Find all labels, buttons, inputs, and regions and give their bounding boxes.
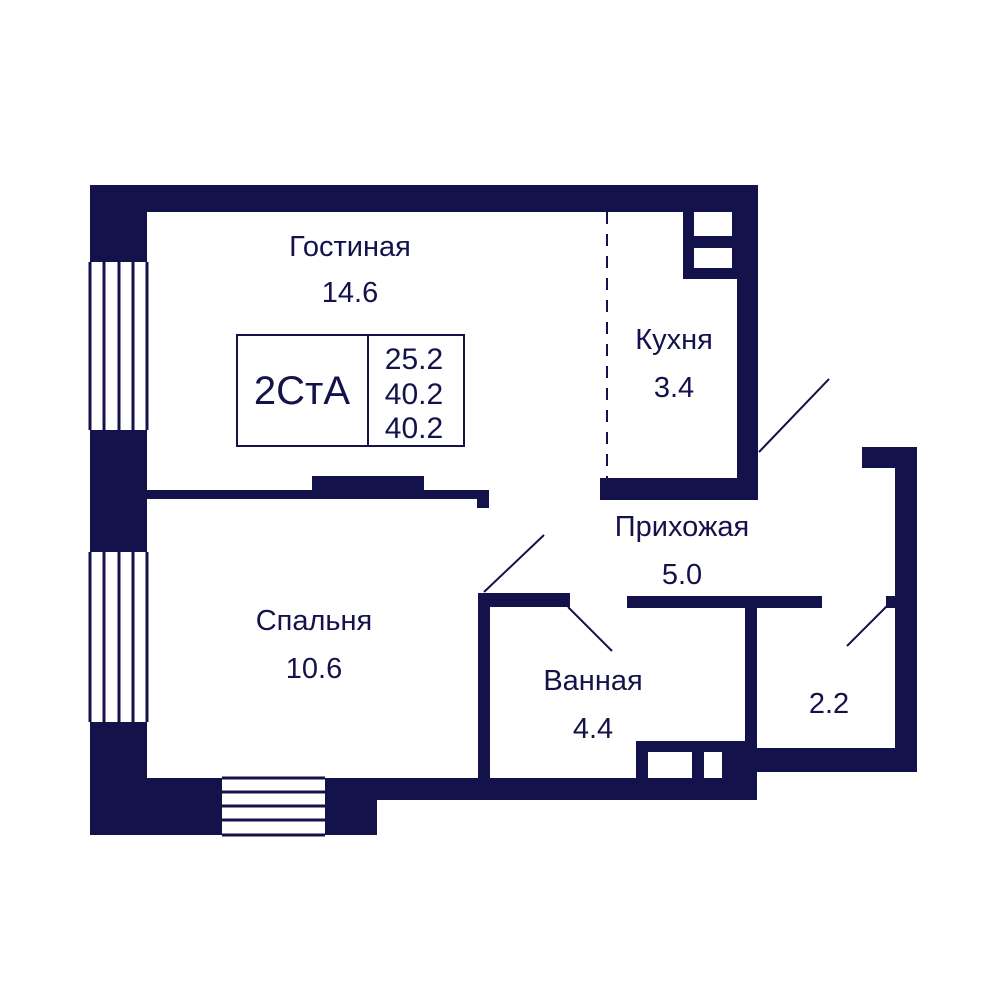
wall-living-bedroom-block bbox=[312, 476, 424, 499]
room-name-kitchen: Кухня bbox=[635, 324, 713, 356]
room-area-bathroom: 4.4 bbox=[573, 713, 613, 745]
area-total: 40.2 bbox=[385, 378, 443, 411]
wall-kitchen-right bbox=[737, 185, 758, 500]
room-area-hall: 5.0 bbox=[662, 559, 702, 591]
doors bbox=[483, 212, 890, 652]
vent-cell-bottom bbox=[694, 248, 732, 268]
door-bedroom bbox=[483, 534, 545, 593]
room-area-living: 14.6 bbox=[322, 277, 378, 309]
room-name-living: Гостиная bbox=[289, 231, 411, 263]
wall-top bbox=[90, 185, 758, 212]
room-area-storage: 2.2 bbox=[809, 688, 849, 720]
door-bathroom bbox=[567, 606, 613, 652]
door-entrance bbox=[758, 378, 830, 453]
apartment-legend: 2СтА 25.2 40.2 40.2 bbox=[236, 334, 465, 447]
wall-kitchen-bottom bbox=[600, 478, 758, 500]
room-name-bedroom: Спальня bbox=[256, 605, 373, 637]
apartment-code: 2СтА bbox=[254, 369, 350, 413]
bath-fixture-cell-1 bbox=[648, 752, 692, 778]
area-total-with-balcony: 40.2 bbox=[385, 412, 443, 445]
walls bbox=[90, 185, 917, 835]
wall-bath-top-right bbox=[627, 596, 822, 608]
wall-storage-bottom bbox=[748, 748, 917, 772]
wall-bath-top-left bbox=[478, 593, 570, 607]
bath-fixture-cell-2 bbox=[704, 752, 722, 778]
area-living: 25.2 bbox=[385, 343, 443, 376]
wall-living-bedroom-post bbox=[477, 490, 489, 508]
room-name-hall: Прихожая bbox=[615, 511, 749, 543]
door-storage bbox=[846, 603, 890, 647]
windows bbox=[88, 212, 732, 837]
wall-bedroom-right bbox=[478, 593, 490, 785]
wall-storage-right bbox=[895, 447, 917, 772]
room-name-bathroom: Ванная bbox=[543, 665, 642, 697]
vent-cell-top bbox=[694, 212, 732, 236]
room-labels: Гостиная 14.6 Кухня 3.4 Прихожая 5.0 Спа… bbox=[256, 231, 849, 745]
wall-storage-stub bbox=[886, 596, 900, 608]
room-area-kitchen: 3.4 bbox=[654, 372, 694, 404]
room-area-bedroom: 10.6 bbox=[286, 653, 342, 685]
